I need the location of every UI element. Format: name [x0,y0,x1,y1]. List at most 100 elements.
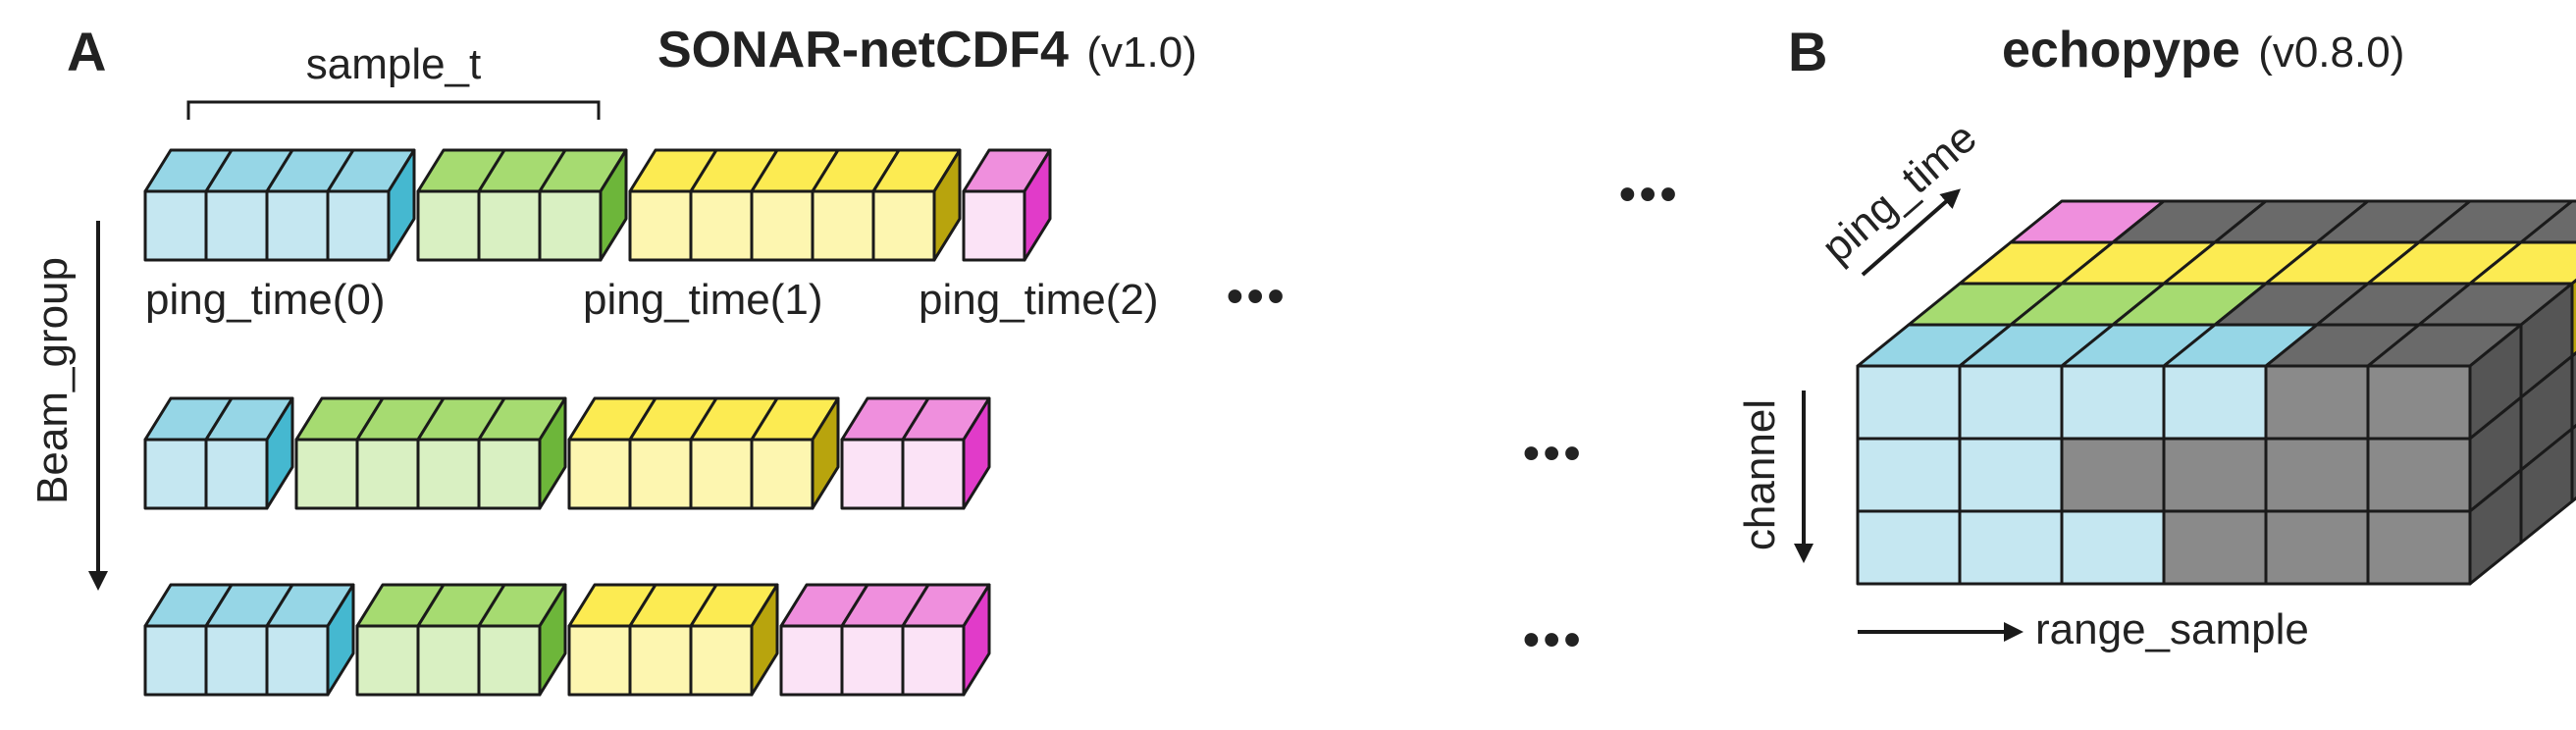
sample-cell-front [416,624,481,697]
ping-block-side [599,148,628,262]
cube-right-face [2468,278,2576,586]
cube-front-cell [1958,364,2064,441]
panel-b-title-main: echopype [2002,22,2240,78]
sample-cell-front [143,189,208,262]
panel-a-title-main: SONAR-netCDF4 [657,22,1069,78]
sample-cell-front [871,189,936,262]
sample-cell-front [750,189,815,262]
ping-block-1-1 [294,396,567,510]
cube-front-cell [2162,437,2268,513]
row-2-ellipsis: ••• [1523,614,1584,666]
sample-cell-front [901,624,966,697]
ping-label-1: ping_time(1) [583,276,823,324]
range-sample-axis-label: range_sample [2035,605,2309,653]
echopype-cube [1856,199,2576,586]
cube-front-cell [2366,437,2472,513]
ping-label-2: ping_time(2) [919,276,1159,324]
cube-front-cell [2366,364,2472,441]
sample-t-label: sample_t [306,40,482,88]
cube-front-cell [1958,437,2064,513]
cube-front-cell [1856,437,1962,513]
ping-label-0: ping_time(0) [145,276,386,324]
cube-front-cell [2162,509,2268,586]
ping-block-side [326,583,355,697]
sample-cell-front [204,438,269,510]
cube-front-cell [2162,364,2268,441]
row-0-ellipsis: ••• [1619,169,1680,221]
sample-cell-front [840,438,905,510]
cube-front-cell [1856,509,1962,586]
sample-cell-front [204,624,269,697]
sample-cell-front [294,438,359,510]
cube-front-face [1856,364,2472,586]
cube-front-cell [2264,437,2370,513]
sample-cell-front [265,624,330,697]
cube-front-cell [2060,364,2166,441]
sample-cell-front [689,438,754,510]
sample-cell-front [779,624,844,697]
ping-block-side [962,583,991,697]
ping-block-2-3 [779,583,991,697]
sample-cell-front [689,624,754,697]
row-1-ellipsis: ••• [1523,428,1584,480]
ping-block-2-2 [567,583,779,697]
panel-a-letter: A [67,21,106,82]
sample-cell-front [567,438,632,510]
sample-cell-front [416,438,481,510]
panel-b: B echopype (v0.8.0) ping_time channel ra… [1736,21,2576,653]
ping-block-2-0 [143,583,355,697]
ping-block-0-1 [416,148,628,262]
panel-a-title-version: (v1.0) [1086,28,1196,77]
sample-cell-front [840,624,905,697]
panel-a-title: SONAR-netCDF4 (v1.0) [657,22,1197,78]
sample-cell-front [567,624,632,697]
panel-b-letter: B [1788,21,1827,82]
sample-cell-front [628,624,693,697]
cube-right-cell [2570,350,2576,431]
ping-block-0-2 [628,148,962,262]
ping-block-1-3 [840,396,991,510]
cube-front-cell [2060,437,2166,513]
ping-block-side [1023,148,1052,262]
sample-cell-front [477,189,542,262]
sample-cell-front [416,189,481,262]
ping-block-1-2 [567,396,840,510]
cube-top-face [1856,199,2576,368]
cube-front-cell [2060,509,2166,586]
beam-group-row-1 [143,396,991,510]
sample-t-bracket [186,100,601,120]
beam-group-label: Beam_group [28,257,77,504]
panel-a: A SONAR-netCDF4 (v1.0) sample_t Beam_gro… [28,21,1680,697]
ping-block-side [538,396,567,510]
sample-cell-front [204,189,269,262]
sample-cell-front [143,624,208,697]
ping-time-axis-label: ping_time [1813,113,1985,272]
cube-top-cell [2468,240,2576,286]
ping-block-side [750,583,779,697]
ping-block-side [932,148,962,262]
sample-cell-front [628,438,693,510]
ping-block-0-3 [962,148,1052,262]
sample-cell-front [355,438,420,510]
cube-right-cell [2570,278,2576,358]
beam-group-row-2 [143,583,991,697]
cube-top-cell [2519,199,2576,244]
panel-b-title-version: (v0.8.0) [2258,28,2404,77]
ping-block-side [811,396,840,510]
cube-front-cell [1958,509,2064,586]
sample-cell-front [689,189,754,262]
sample-cell-front [477,438,542,510]
sample-cell-front [901,438,966,510]
sample-cell-front [628,189,693,262]
sample-cell-front [265,189,330,262]
sample-cell-front [477,624,542,697]
sample-cell-front [355,624,420,697]
ping-time-arrow [1861,188,1962,277]
sample-cell-front [750,438,815,510]
sample-cell-front [962,189,1026,262]
sample-cell-front [326,189,391,262]
ping-block-1-0 [143,396,294,510]
sample-cell-front [143,438,208,510]
panel-b-title: echopype (v0.8.0) [2002,22,2404,78]
